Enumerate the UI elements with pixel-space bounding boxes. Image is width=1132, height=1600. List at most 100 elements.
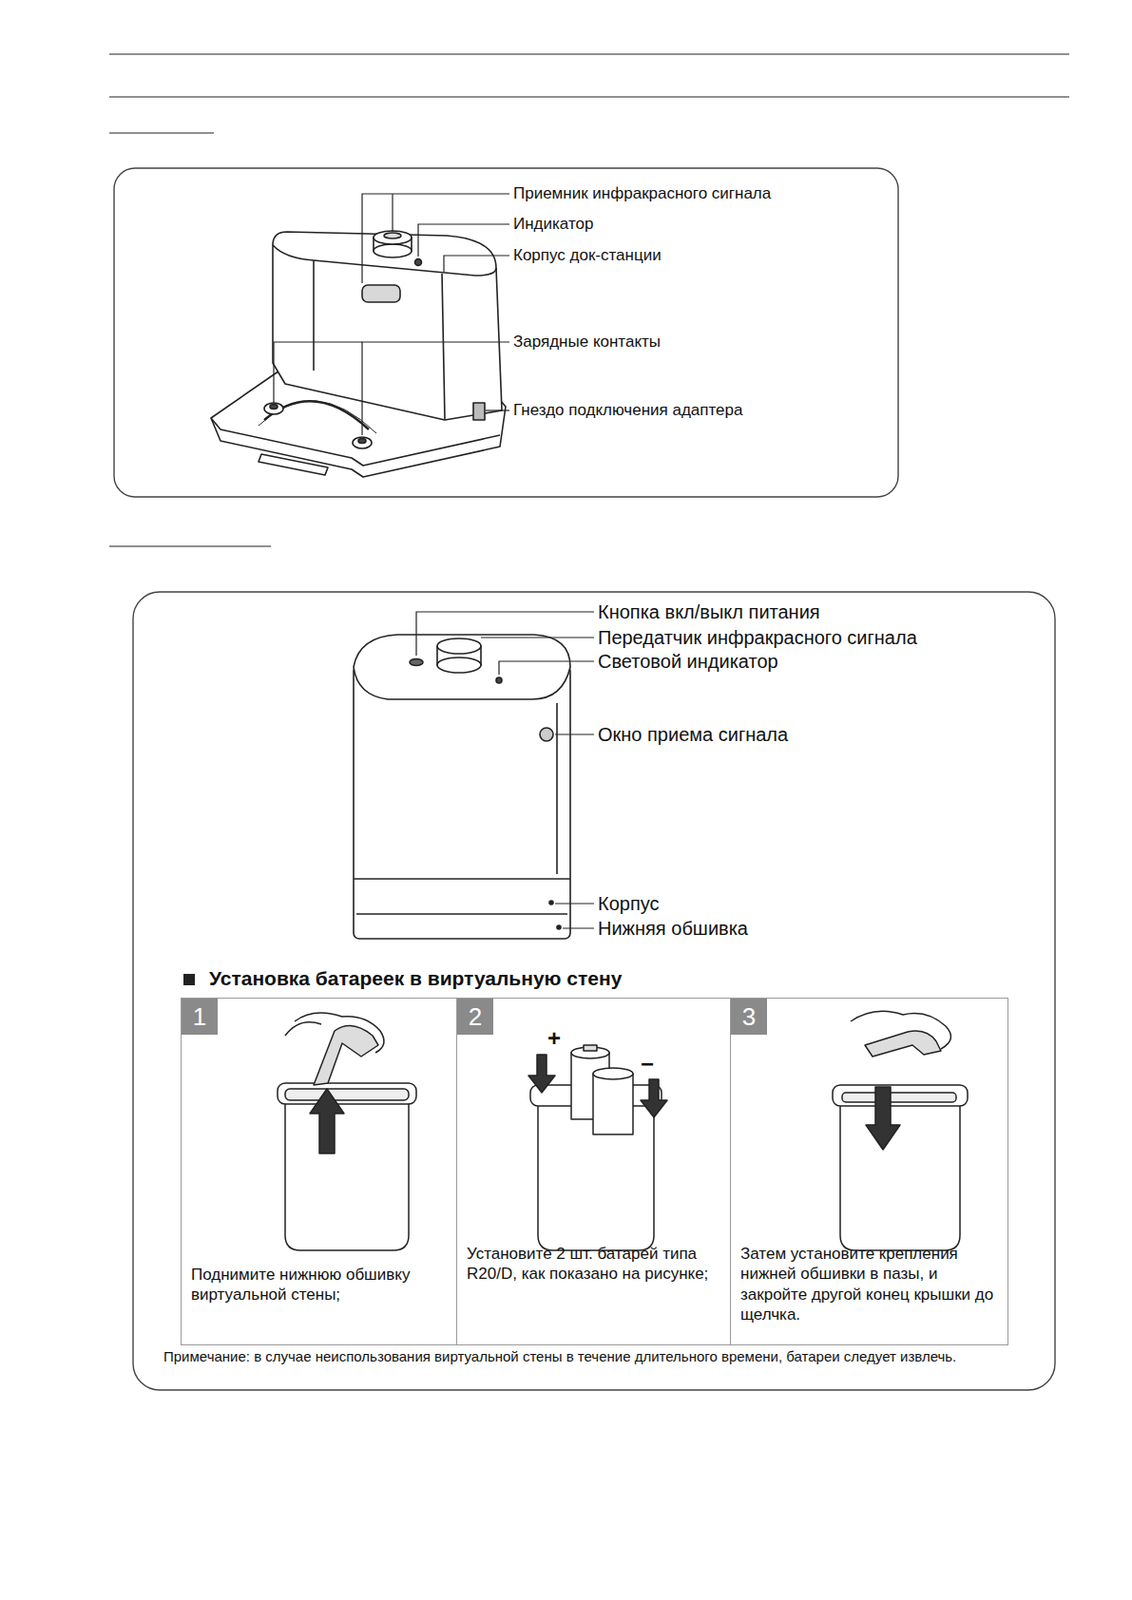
leader-line xyxy=(416,612,595,656)
part-label: Кнопка вкл/выкл питания xyxy=(597,601,821,624)
part-label: Передатчик инфракрасного сигнала xyxy=(597,627,918,650)
leader-line xyxy=(498,661,595,675)
heading-marker xyxy=(183,974,195,986)
leader-line xyxy=(416,612,595,929)
dock-station xyxy=(211,418,500,466)
virtual-wall xyxy=(353,634,571,700)
battery-step-illustration xyxy=(842,1093,957,1103)
leader-line xyxy=(555,733,595,735)
virtual-wall xyxy=(437,657,481,673)
part-label: Приемник инфракрасного сигнала xyxy=(513,184,771,204)
step-caption: Поднимите нижнюю обшивку виртуальной сте… xyxy=(191,1265,447,1306)
virtual-wall xyxy=(549,901,554,905)
step-number: 3 xyxy=(730,998,768,1036)
panel-frame xyxy=(133,592,1056,1391)
battery-step-illustration xyxy=(285,1100,409,1251)
virtual-wall xyxy=(556,703,558,875)
dock-station xyxy=(211,230,506,478)
part-label: Зарядные контакты xyxy=(513,332,661,352)
virtual-wall xyxy=(437,638,481,654)
battery-step-illustration xyxy=(285,1089,409,1101)
leader-line xyxy=(391,193,393,232)
part-label: Окно приема сигнала xyxy=(597,724,788,747)
header-rule xyxy=(109,545,271,547)
virtual-wall xyxy=(353,665,571,940)
note-text: Примечание: в случае неиспользования вир… xyxy=(163,1348,957,1365)
part-label: Корпус док-станции xyxy=(513,246,662,266)
section-heading: Установка батареек в виртуальную стену xyxy=(209,967,622,991)
dock-station xyxy=(441,273,445,421)
dock-station xyxy=(272,245,497,276)
leader-line xyxy=(562,927,595,929)
virtual-wall xyxy=(353,634,571,940)
leader-line xyxy=(273,342,363,403)
polarity-sign: + xyxy=(547,1025,561,1053)
part-label: Гнездо подключения адаптера xyxy=(513,401,744,421)
dock-station xyxy=(312,260,315,371)
dock-station xyxy=(415,259,423,267)
step-caption: Установите 2 шт. батарей типа R20/D, как… xyxy=(466,1244,721,1286)
battery-step-illustration xyxy=(593,1068,634,1080)
virtual-wall xyxy=(356,913,568,916)
leader-line xyxy=(480,636,595,638)
battery-step-illustration xyxy=(313,1026,379,1086)
battery-step-illustration xyxy=(864,1031,941,1057)
panel-frame xyxy=(114,168,1056,1391)
battery-step-illustration xyxy=(309,1089,345,1154)
dock-station xyxy=(383,232,402,239)
step-number-text: 1 xyxy=(192,1002,207,1033)
part-label: Индикатор xyxy=(513,214,594,234)
step-number-text: 2 xyxy=(468,1002,482,1033)
virtual-wall xyxy=(409,659,423,667)
dock-station xyxy=(258,401,377,434)
battery-step-illustration xyxy=(865,1087,901,1151)
dock-station xyxy=(264,402,284,415)
header-rule xyxy=(109,132,214,134)
part-label: Нижняя обшивка xyxy=(597,918,749,941)
step-number-text: 3 xyxy=(742,1002,756,1033)
battery-step-illustration xyxy=(277,1011,968,1251)
header-rule xyxy=(109,54,1070,547)
dock-station xyxy=(269,404,278,410)
leader-line xyxy=(418,224,510,257)
leader-line xyxy=(555,902,595,904)
leader-line xyxy=(485,409,510,411)
leader-line xyxy=(443,255,510,272)
dock-station xyxy=(473,402,485,421)
leader-line xyxy=(273,193,510,436)
virtual-wall xyxy=(353,878,571,881)
header-rule xyxy=(109,95,1070,97)
battery-step-illustration xyxy=(850,1011,951,1050)
dock-station xyxy=(373,244,412,258)
dock-station xyxy=(352,437,372,449)
dock-station xyxy=(258,454,328,476)
virtual-wall xyxy=(539,728,554,742)
step-number: 2 xyxy=(457,998,494,1036)
battery-step-illustration xyxy=(277,1083,417,1105)
dock-station xyxy=(272,231,502,421)
part-label: Световой индикатор xyxy=(597,651,779,673)
battery-step-illustration xyxy=(294,1013,384,1054)
leader-line xyxy=(362,342,510,436)
part-label: Корпус xyxy=(597,893,660,916)
dock-station xyxy=(373,230,412,245)
panel-frame xyxy=(114,168,899,498)
step-cell: Затем установите крепления нижней обшивк… xyxy=(729,997,1009,1346)
step-cell: Поднимите нижнюю обшивку виртуальной сте… xyxy=(180,997,458,1346)
battery-step-illustration xyxy=(583,1045,597,1052)
polarity-sign: − xyxy=(640,1051,654,1078)
battery-step-illustration xyxy=(640,1079,668,1118)
step-caption: Затем установите крепления нижней обшивк… xyxy=(740,1244,998,1325)
virtual-wall xyxy=(496,677,502,684)
battery-step-illustration xyxy=(528,1055,556,1094)
header-rule xyxy=(109,53,1070,55)
dock-station xyxy=(358,439,366,444)
battery-step-illustration xyxy=(285,1022,322,1037)
battery-step-illustration xyxy=(832,1085,968,1107)
dock-station xyxy=(264,401,369,430)
battery-step-illustration xyxy=(593,1074,634,1135)
leader-line xyxy=(362,193,510,284)
step-cell: Установите 2 шт. батарей типа R20/D, как… xyxy=(456,997,731,1346)
virtual-wall xyxy=(556,925,561,930)
